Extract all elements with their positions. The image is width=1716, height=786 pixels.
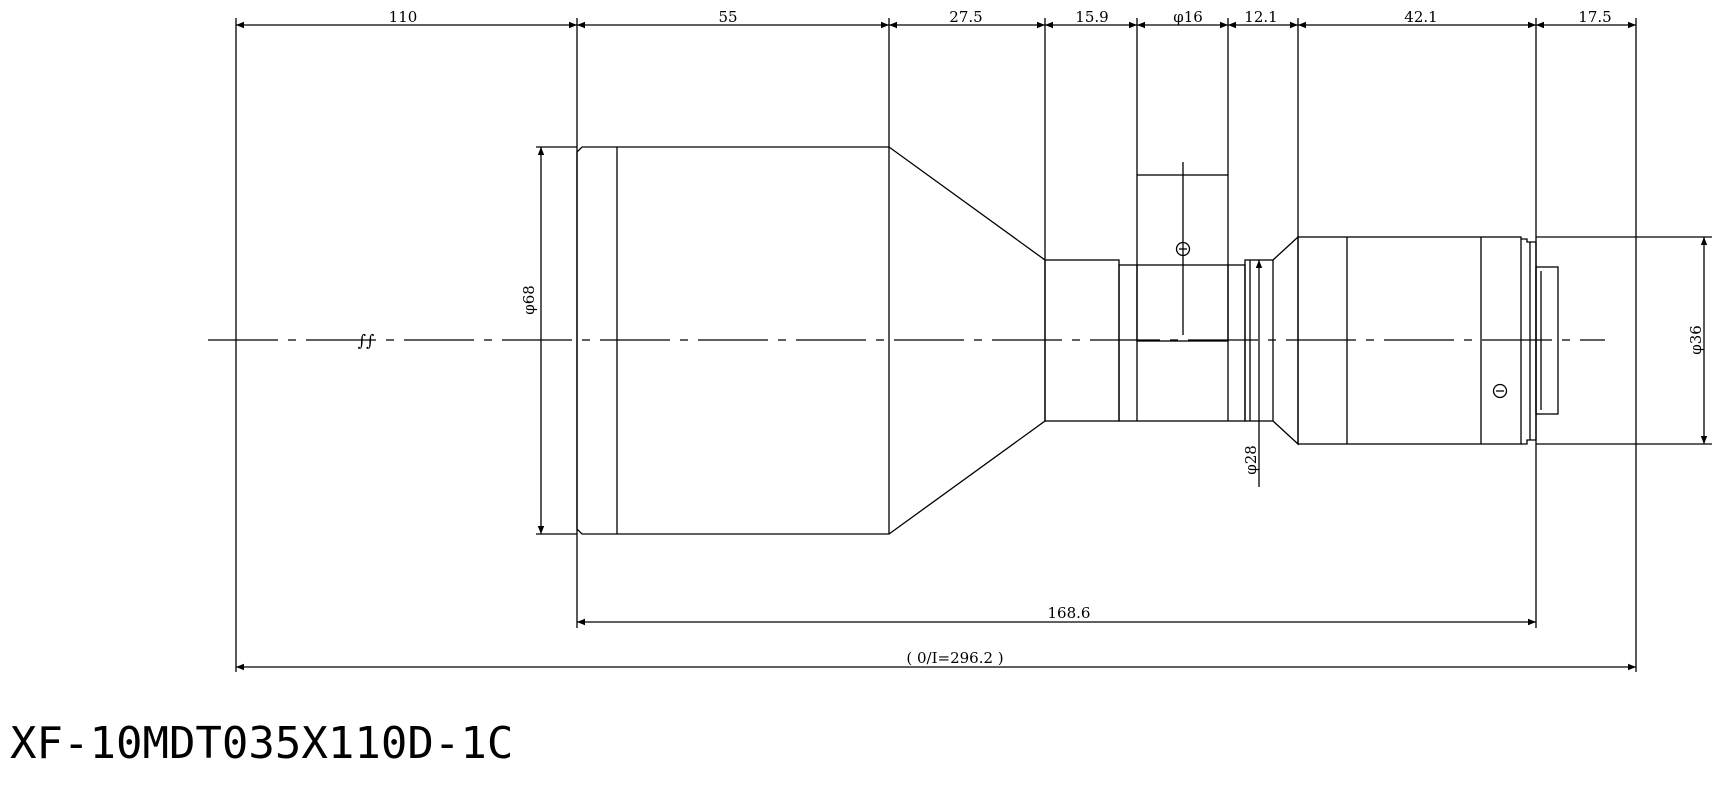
- object-image-distance-label: ( 0/I=296.2 ): [906, 649, 1003, 667]
- break-symbol: ∫∫: [358, 331, 375, 350]
- dim-label: 27.5: [949, 8, 982, 26]
- dim-label: 110: [389, 8, 418, 26]
- dim-label: 12.1: [1244, 8, 1277, 26]
- dim-label: 17.5: [1578, 8, 1611, 26]
- top-dimension-labels: 110 55 27.5 15.9 φ16 12.1 42.1 17.5: [389, 8, 1612, 26]
- rear-diameter-label: φ36: [1687, 325, 1705, 355]
- lens-length-label: 168.6: [1048, 604, 1091, 622]
- dim-label: 42.1: [1404, 8, 1437, 26]
- dim-label: φ16: [1173, 8, 1203, 26]
- rear-mount: [1521, 238, 1559, 445]
- waist-tube: [1118, 264, 1246, 422]
- rear-barrel: [1297, 236, 1522, 445]
- coaxial-port: [1136, 162, 1229, 342]
- model-number: XF-10MDT035X110D-1C: [10, 718, 514, 769]
- dim-label: 15.9: [1075, 8, 1108, 26]
- front-diameter-label: φ68: [520, 285, 538, 315]
- waist-diameter-label: φ28: [1242, 445, 1260, 475]
- dim-label: 55: [718, 8, 737, 26]
